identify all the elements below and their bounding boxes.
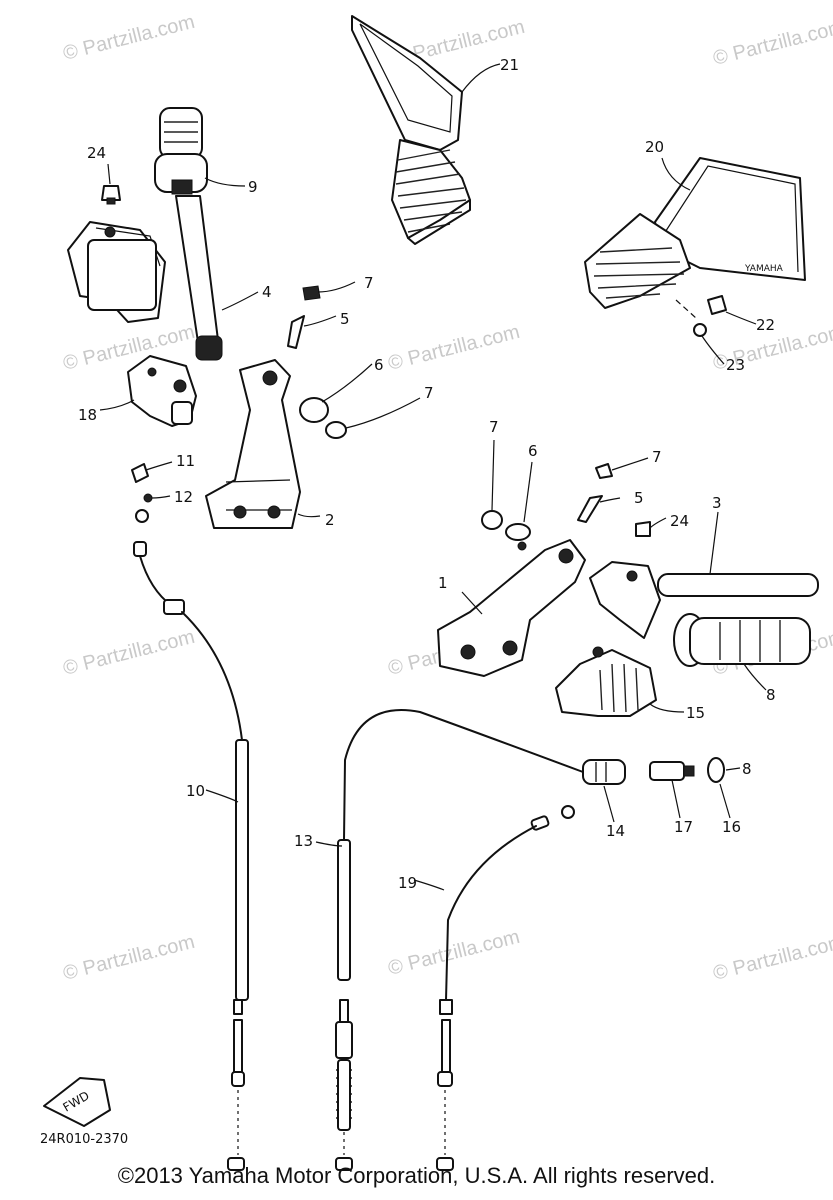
watermark: © Partzilla.com [711, 16, 833, 70]
part-1-right-holder [437, 539, 586, 677]
callout-12: 12 [174, 488, 193, 506]
callout-6: 6 [374, 356, 384, 374]
callout-16: 16 [722, 818, 741, 836]
callouts: 21 20 24 9 4 7 5 6 7 18 11 12 2 7 6 7 5 … [78, 56, 776, 892]
watermark: © Partzilla.com [61, 11, 197, 65]
watermark: © Partzilla.com [386, 321, 522, 375]
watermark: © Partzilla.com [61, 626, 197, 680]
part-10-clutch-cable [133, 541, 249, 1171]
parts-14-16-17 [582, 757, 725, 785]
part-switch-housing [67, 221, 166, 323]
callout-20: 20 [645, 138, 664, 156]
callout-21: 21 [500, 56, 519, 74]
callout-24: 24 [87, 144, 106, 162]
callout-19: 19 [398, 874, 417, 892]
callout-23: 23 [726, 356, 745, 374]
callout-7: 7 [364, 274, 374, 292]
leader-lines [99, 63, 767, 891]
part-15-boot [555, 646, 657, 717]
callout-8: 8 [766, 686, 776, 704]
callout-9: 9 [248, 178, 258, 196]
mirror-brand-label: YAMAHA [744, 264, 784, 274]
callout-4: 4 [262, 283, 272, 301]
callout-7: 7 [424, 384, 434, 402]
watermark: © Partzilla.com [386, 926, 522, 980]
watermark: © Partzilla.com [711, 931, 833, 985]
callout-6: 6 [528, 442, 538, 460]
part-24-screw [101, 185, 121, 205]
callout-5: 5 [340, 310, 350, 328]
callout-7: 7 [489, 418, 499, 436]
callout-18: 18 [78, 406, 97, 424]
part-18-clamp [127, 355, 197, 427]
callout-14: 14 [606, 822, 625, 840]
callout-5: 5 [634, 489, 644, 507]
callout-3: 3 [712, 494, 722, 512]
callout-10: 10 [186, 782, 205, 800]
part-9-left-grip [154, 107, 223, 361]
part-3-throttle [589, 561, 819, 639]
part-2-left-holder [205, 359, 301, 529]
callout-7: 7 [652, 448, 662, 466]
callout-24: 24 [670, 512, 689, 530]
right-fasteners [481, 463, 651, 551]
part-20-right-mirror: YAMAHA [584, 157, 806, 319]
callout-17: 17 [674, 818, 693, 836]
part-8-right-grip [673, 613, 811, 667]
watermark: © Partzilla.com [61, 931, 197, 985]
callout-11: 11 [176, 452, 195, 470]
callout-1: 1 [438, 574, 448, 592]
callout-13: 13 [294, 832, 313, 850]
forward-direction-badge: FWD [43, 1077, 111, 1127]
part-21-left-mirror [351, 15, 471, 245]
part-19-cable [436, 805, 575, 1171]
left-fasteners [287, 285, 347, 439]
part-22-bolt [693, 295, 727, 337]
callout-15: 15 [686, 704, 705, 722]
part-13-throttle-cable [335, 709, 584, 1171]
parts-11-12 [131, 463, 153, 523]
drawing-code: 24R010-2370 [40, 1132, 128, 1147]
callout-2: 2 [325, 511, 335, 529]
copyright-notice: ©2013 Yamaha Motor Corporation, U.S.A. A… [117, 1163, 716, 1188]
callout-8: 8 [742, 760, 752, 778]
callout-22: 22 [756, 316, 775, 334]
